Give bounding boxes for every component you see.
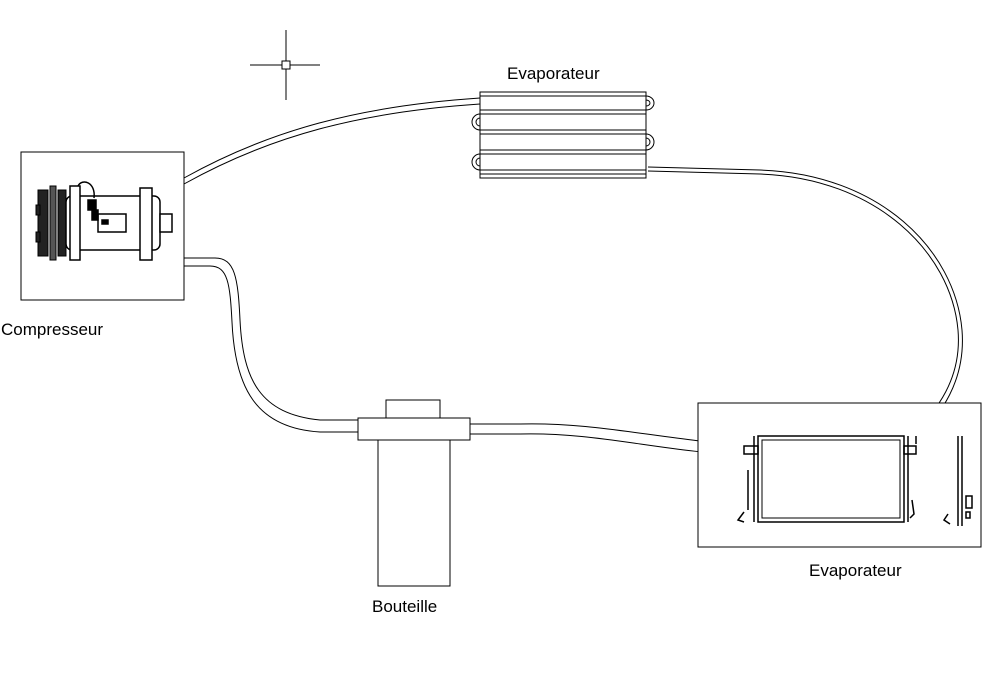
condenser-side-view	[942, 436, 973, 526]
pipe-compressor-to-bottle	[184, 257, 358, 433]
evaporator-top-coil	[471, 91, 655, 179]
label-compressor: Compresseur	[1, 320, 104, 339]
compressor-body	[65, 181, 173, 261]
evaporator-bottom-component	[697, 402, 982, 548]
label-bottle: Bouteille	[372, 597, 438, 616]
compressor-pulley	[35, 185, 67, 261]
bottle-component	[357, 399, 471, 587]
label-evaporator-bottom: Evaporateur	[809, 561, 902, 580]
crosshair-cursor-icon	[250, 30, 320, 100]
pipe-evaporator-top-to-evaporator-bottom	[647, 166, 963, 445]
label-evaporator-top: Evaporateur	[507, 64, 600, 83]
condenser-core	[736, 435, 917, 523]
compressor-component	[20, 151, 185, 301]
pipe-compressor-to-evaporator-top	[183, 97, 481, 185]
